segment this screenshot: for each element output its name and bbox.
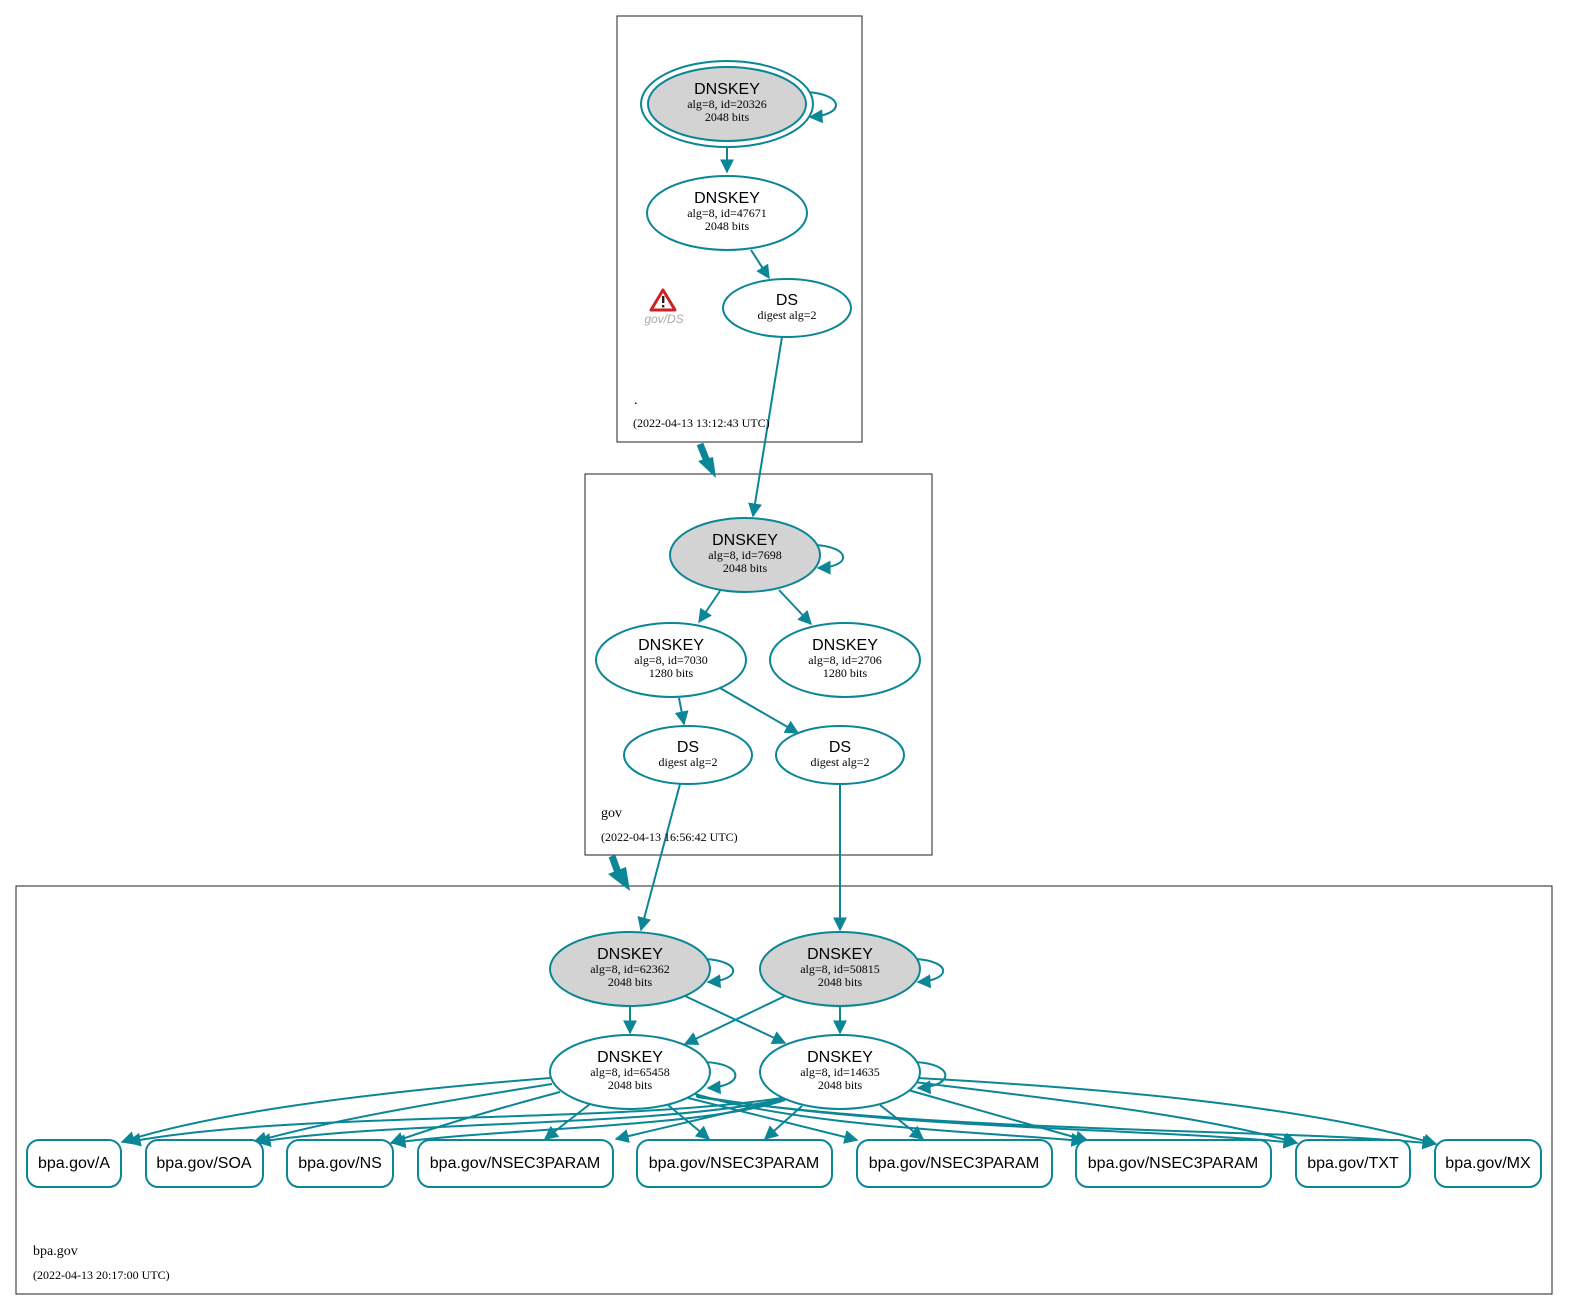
record-label: bpa.gov/TXT xyxy=(1307,1155,1399,1172)
zone-root xyxy=(616,15,863,443)
edge-gov-ds1-bpa-ksk1 xyxy=(637,783,681,932)
warning-gov-ds[interactable]: gov/DS xyxy=(644,288,684,326)
edge-gov-zsk1-ds2 xyxy=(719,687,800,734)
node-type: DNSKEY xyxy=(807,1049,873,1066)
record-label: bpa.gov/NSEC3PARAM xyxy=(869,1155,1039,1172)
record-label: bpa.gov/A xyxy=(38,1155,110,1172)
zone-bpa xyxy=(15,885,1553,1295)
node-info: digest alg=2 xyxy=(658,755,717,769)
node-bits: 2048 bits xyxy=(818,975,863,989)
delegation-root-gov xyxy=(696,442,716,478)
record-nsec3param-2[interactable]: bpa.gov/NSEC3PARAM xyxy=(636,1139,833,1188)
node-info: alg=8, id=7698 xyxy=(708,548,782,562)
node-root-ksk[interactable]: DNSKEY alg=8, id=20326 2048 bits xyxy=(640,60,814,148)
zone-gov-name: gov xyxy=(601,806,622,821)
node-gov-zsk-7030[interactable]: DNSKEY alg=8, id=7030 1280 bits xyxy=(595,622,747,698)
node-gov-zsk-2706[interactable]: DNSKEY alg=8, id=2706 1280 bits xyxy=(769,622,921,698)
node-type: DNSKEY xyxy=(597,946,663,963)
node-bits: 2048 bits xyxy=(608,1078,653,1092)
node-gov-ksk[interactable]: DNSKEY alg=8, id=7698 2048 bits xyxy=(669,517,821,593)
node-type: DS xyxy=(677,739,699,756)
node-info: alg=8, id=7030 xyxy=(634,653,708,667)
edge-root-ksk-self xyxy=(807,91,837,124)
zone-gov xyxy=(584,473,933,856)
record-label: bpa.gov/NSEC3PARAM xyxy=(430,1155,600,1172)
zone-bpa-name: bpa.gov xyxy=(33,1244,78,1259)
record-nsec3param-4[interactable]: bpa.gov/NSEC3PARAM xyxy=(1075,1139,1272,1188)
warning-triangle-icon xyxy=(649,288,677,312)
node-info: alg=8, id=50815 xyxy=(800,962,880,976)
node-bits: 1280 bits xyxy=(823,666,868,680)
node-type: DNSKEY xyxy=(694,190,760,207)
zone-gov-timestamp: (2022-04-13 16:56:42 UTC) xyxy=(601,830,738,844)
node-bpa-zsk-14635[interactable]: DNSKEY alg=8, id=14635 2048 bits xyxy=(759,1034,921,1110)
edge-root-zsk-ds xyxy=(750,249,770,280)
node-info: digest alg=2 xyxy=(757,308,816,322)
node-info: alg=8, id=47671 xyxy=(687,206,767,220)
node-gov-ds1[interactable]: DS digest alg=2 xyxy=(623,725,753,785)
edge-bpa-ksk2-self xyxy=(914,958,945,989)
node-bits: 2048 bits xyxy=(705,110,750,124)
edge-bpa-zsk1-self xyxy=(704,1061,737,1095)
node-bits: 2048 bits xyxy=(608,975,653,989)
edge-gov-ksk-zsk1 xyxy=(698,590,721,624)
node-type: DS xyxy=(829,739,851,756)
record-txt[interactable]: bpa.gov/TXT xyxy=(1295,1139,1411,1188)
edge-gov-ksk-zsk2 xyxy=(778,589,812,626)
node-info: digest alg=2 xyxy=(810,755,869,769)
node-bits: 1280 bits xyxy=(649,666,694,680)
record-a[interactable]: bpa.gov/A xyxy=(26,1139,122,1188)
node-root-ds[interactable]: DS digest alg=2 xyxy=(722,278,852,338)
record-label: bpa.gov/NS xyxy=(298,1155,382,1172)
node-type: DNSKEY xyxy=(712,532,778,549)
zone-bpa-timestamp: (2022-04-13 20:17:00 UTC) xyxy=(33,1268,170,1282)
node-type: DNSKEY xyxy=(807,946,873,963)
edge-bpa-zsk2-self xyxy=(914,1061,947,1095)
edge-bpa-ksk1-self xyxy=(704,958,735,989)
node-bpa-zsk-65458[interactable]: DNSKEY alg=8, id=65458 2048 bits xyxy=(549,1034,711,1110)
node-type: DS xyxy=(776,292,798,309)
node-bits: 2048 bits xyxy=(705,219,750,233)
node-bits: 2048 bits xyxy=(818,1078,863,1092)
edge-gov-ksk-self xyxy=(814,544,845,575)
record-label: bpa.gov/SOA xyxy=(156,1155,252,1172)
node-type: DNSKEY xyxy=(638,637,704,654)
delegation-gov-bpa xyxy=(608,854,630,891)
node-info: alg=8, id=65458 xyxy=(590,1065,670,1079)
node-bpa-ksk-50815[interactable]: DNSKEY alg=8, id=50815 2048 bits xyxy=(759,931,921,1007)
node-root-zsk[interactable]: DNSKEY alg=8, id=47671 2048 bits xyxy=(646,175,808,251)
node-type: DNSKEY xyxy=(694,81,760,98)
edges-zsk2-records xyxy=(126,1077,1438,1149)
node-info: alg=8, id=20326 xyxy=(687,97,767,111)
record-label: bpa.gov/MX xyxy=(1445,1155,1531,1172)
node-bpa-ksk-62362[interactable]: DNSKEY alg=8, id=62362 2048 bits xyxy=(549,931,711,1007)
record-label: bpa.gov/NSEC3PARAM xyxy=(1088,1155,1258,1172)
record-nsec3param-1[interactable]: bpa.gov/NSEC3PARAM xyxy=(417,1139,614,1188)
warning-label: gov/DS xyxy=(644,312,683,326)
node-info: alg=8, id=14635 xyxy=(800,1065,880,1079)
edge-root-ds-gov-ksk xyxy=(748,336,783,518)
node-gov-ds2[interactable]: DS digest alg=2 xyxy=(775,725,905,785)
edge-bpa-ksk2-zsk1 xyxy=(683,995,786,1045)
record-ns[interactable]: bpa.gov/NS xyxy=(286,1139,394,1188)
node-info: alg=8, id=62362 xyxy=(590,962,670,976)
record-soa[interactable]: bpa.gov/SOA xyxy=(145,1139,264,1188)
record-mx[interactable]: bpa.gov/MX xyxy=(1434,1139,1542,1188)
node-type: DNSKEY xyxy=(597,1049,663,1066)
edge-gov-zsk1-ds1 xyxy=(674,697,689,726)
node-type: DNSKEY xyxy=(812,637,878,654)
zone-root-timestamp: (2022-04-13 13:12:43 UTC) xyxy=(633,416,770,430)
record-label: bpa.gov/NSEC3PARAM xyxy=(649,1155,819,1172)
node-bits: 2048 bits xyxy=(723,561,768,575)
node-info: alg=8, id=2706 xyxy=(808,653,882,667)
zone-root-name: . xyxy=(634,393,638,408)
record-nsec3param-3[interactable]: bpa.gov/NSEC3PARAM xyxy=(856,1139,1053,1188)
